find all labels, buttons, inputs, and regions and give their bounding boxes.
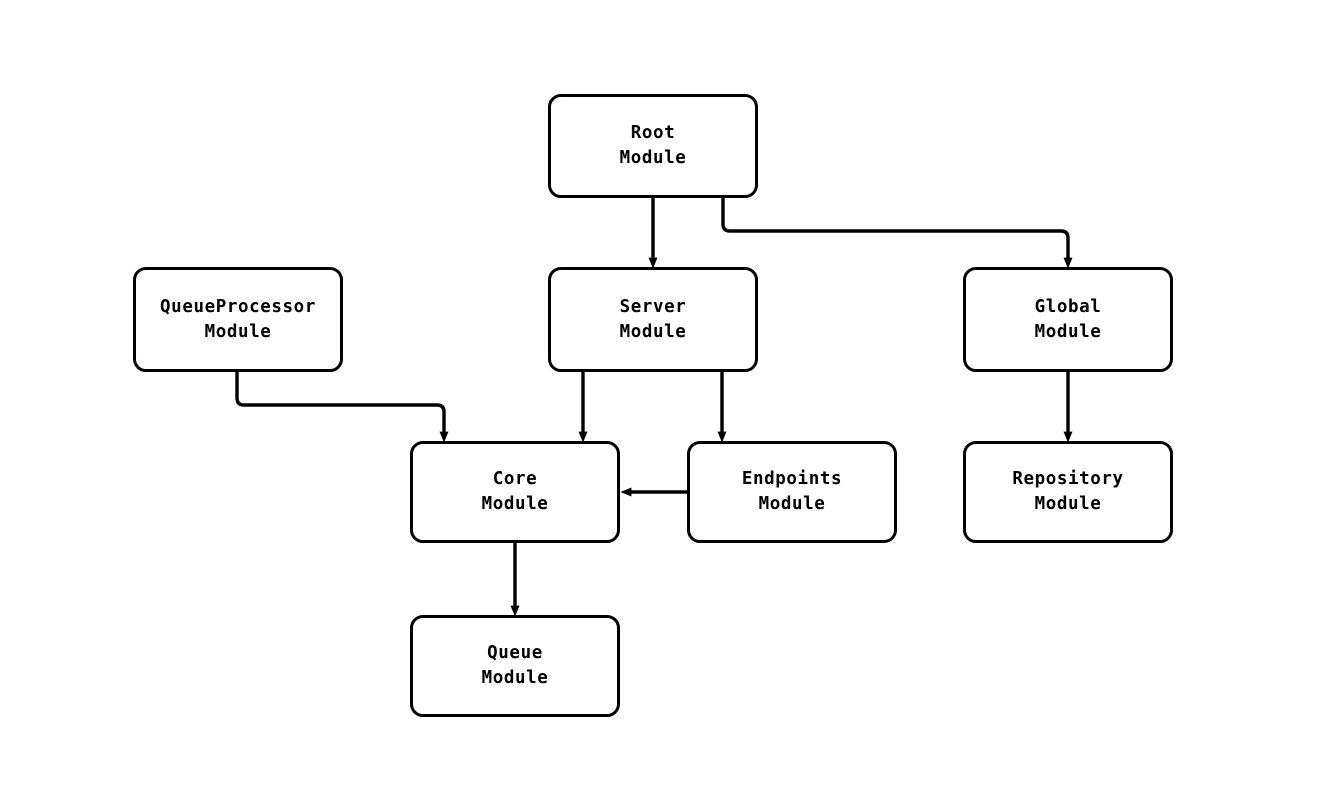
node-core-label-line2: Module (481, 494, 549, 514)
node-queue-label-line1: Queue (487, 643, 543, 664)
node-global-label-line2: Module (1034, 321, 1102, 342)
node-queueprocessor-label-line1: QueueProcessor (160, 296, 316, 317)
edge-root-to-global (721, 198, 1073, 269)
node-repository-label-line2: Module (1034, 494, 1102, 514)
node-repository-label-line1: Repository (1012, 469, 1124, 490)
node-root-label-line1: Root (630, 123, 676, 144)
node-endpoints-label-line2: Module (758, 494, 826, 514)
node-core-label-line1: Core (492, 469, 538, 490)
node-queueprocessor-label-line2: Module (204, 321, 272, 342)
edge-queueprocessor-to-core (235, 372, 449, 443)
node-global-label-line1: Global (1034, 296, 1102, 317)
node-queue-label-line2: Module (481, 668, 549, 688)
node-server-label-line1: Server (619, 296, 687, 317)
node-endpoints-label-line1: Endpoints (741, 469, 843, 490)
node-server-label-line2: Module (619, 321, 687, 342)
node-root-label-line2: Module (619, 148, 687, 168)
